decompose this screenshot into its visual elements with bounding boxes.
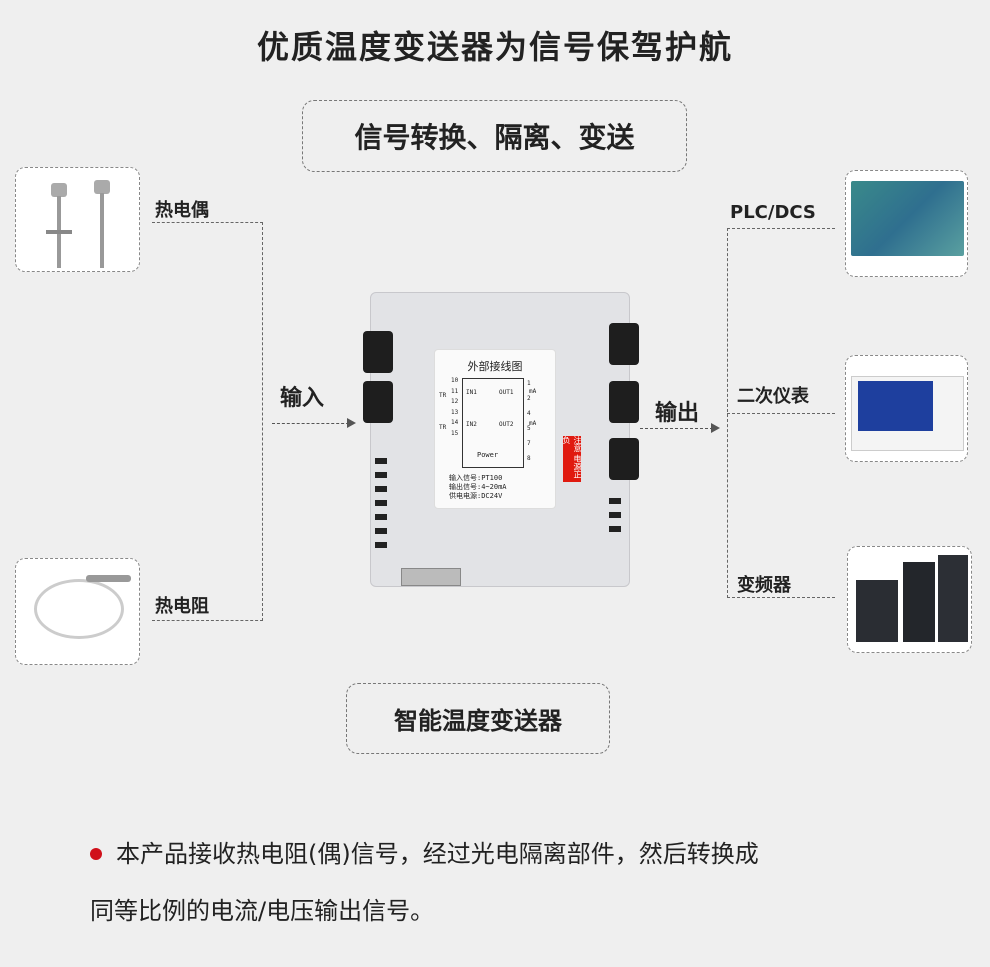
power-text: Power [477, 451, 499, 459]
function-box: 信号转换、隔离、变送 [302, 100, 687, 172]
connector-line [152, 620, 263, 621]
description-line: 本产品接收热电阻(偶)信号，经过光电隔离部件，然后转换成 [116, 840, 759, 868]
terminal-clip [609, 438, 639, 480]
wiring-title: 外部接线图 [467, 360, 523, 373]
description-line: 同等比例的电流/电压输出信号。 [90, 897, 435, 925]
terminal-clip [363, 381, 393, 423]
tr-text: TR [439, 424, 447, 431]
temperature-transmitter-device: 外部接线图 IN1 IN2 OUT1 OUT2 Power TR TR mA m… [363, 292, 639, 587]
connector-line [262, 222, 263, 621]
connector-line [152, 222, 263, 223]
din-rail-clip [401, 568, 461, 586]
recorder-label: 二次仪表 [737, 386, 809, 407]
thermocouple-image [15, 167, 140, 272]
terminal-clip [609, 323, 639, 365]
bullet-icon [90, 848, 102, 860]
warning-sticker: 注意 电源正负 [562, 436, 582, 482]
plc-dcs-image [845, 170, 968, 277]
rtd-label: 热电阻 [155, 596, 209, 617]
inverter-image [847, 546, 972, 653]
output-arrow [640, 423, 720, 433]
unit-text: mA [529, 388, 537, 395]
in2-text: IN2 [466, 421, 477, 428]
connector-line [727, 597, 835, 598]
thermocouple-label: 热电偶 [155, 200, 209, 221]
terminal-clip [609, 381, 639, 423]
wiring-diagram: IN1 IN2 OUT1 OUT2 Power [462, 378, 524, 468]
inverter-label: 变频器 [737, 575, 791, 596]
wiring-label: 外部接线图 IN1 IN2 OUT1 OUT2 Power TR TR mA m… [434, 349, 556, 509]
product-name-box: 智能温度变送器 [346, 683, 610, 754]
out1-text: OUT1 [499, 389, 514, 396]
connector-line [727, 413, 835, 414]
in1-text: IN1 [466, 389, 477, 396]
input-arrow [272, 418, 356, 428]
plc-dcs-label: PLC/DCS [730, 202, 816, 223]
output-label: 输出 [655, 401, 700, 426]
unit-text: mA [529, 420, 537, 427]
rtd-sensor-image [15, 558, 140, 665]
page-title: 优质温度变送器为信号保驾护航 [256, 28, 733, 66]
input-label: 输入 [280, 386, 325, 411]
out2-text: OUT2 [499, 421, 514, 428]
terminal-clip [363, 331, 393, 373]
recorder-image [845, 355, 968, 462]
tr-text: TR [439, 392, 447, 399]
connector-line [727, 228, 835, 229]
